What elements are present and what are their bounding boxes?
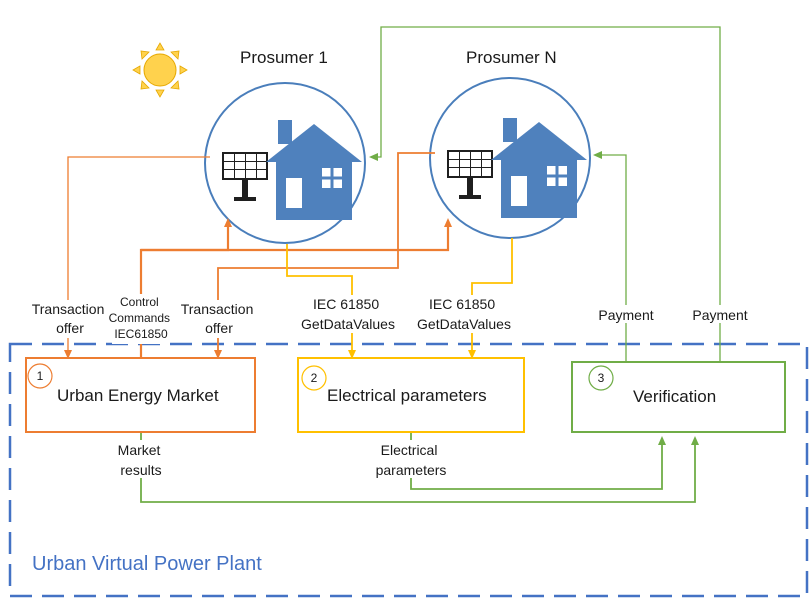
module-3-number: 3 [598, 371, 605, 385]
module-3-title: Verification [633, 387, 716, 406]
module-3-badge [588, 365, 614, 391]
sun-icon [132, 42, 188, 98]
label-transaction-offer-1: Transaction offer [32, 301, 109, 336]
module-1-title: Urban Energy Market [57, 386, 219, 405]
prosumer-n-title: Prosumer N [466, 48, 557, 67]
connector-payment-2 [369, 26, 721, 362]
label-control-commands: Control Commands IEC61850 [109, 295, 174, 341]
connector-transaction-offer-1 [64, 156, 210, 359]
module-verification: 3 Verification [571, 361, 786, 433]
label-iec-2: IEC 61850 GetDataValues [417, 296, 511, 332]
module-1-badge [27, 363, 53, 389]
prosumer-n [429, 77, 591, 239]
label-payment-2: Payment [692, 307, 747, 323]
prosumer-1-title: Prosumer 1 [240, 48, 328, 67]
label-transaction-offer-2: Transaction offer [181, 301, 258, 336]
module-electrical-parameters: 2 Electrical parameters [297, 357, 525, 433]
label-payment-1: Payment [598, 307, 653, 323]
vpp-title: Urban Virtual Power Plant [32, 553, 262, 575]
connector-transaction-offer-n [214, 152, 435, 359]
prosumer-1 [204, 82, 366, 244]
module-urban-energy-market: 1 Urban Energy Market [25, 357, 256, 433]
label-market-results: Market results [118, 442, 165, 478]
label-electrical-parameters: Electrical parameters [376, 442, 447, 478]
module-2-badge [301, 365, 327, 391]
module-2-title: Electrical parameters [327, 386, 487, 405]
label-iec-1: IEC 61850 GetDataValues [301, 296, 395, 332]
module-1-number: 1 [37, 369, 44, 383]
connector-control-commands-n [141, 218, 452, 252]
connector-payment-1 [593, 151, 627, 362]
module-2-number: 2 [311, 371, 318, 385]
vpp-container [8, 342, 809, 598]
